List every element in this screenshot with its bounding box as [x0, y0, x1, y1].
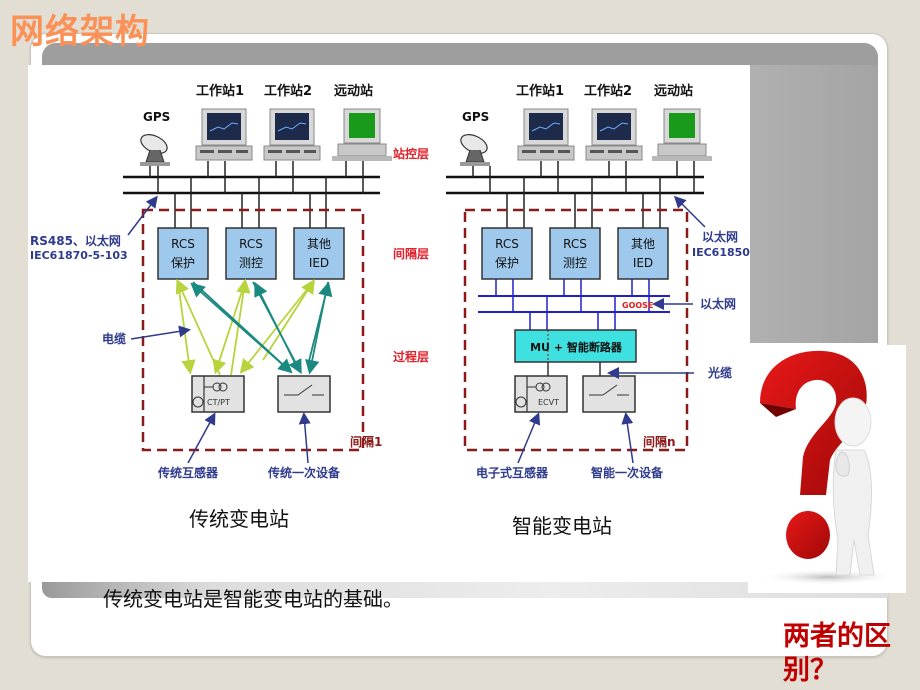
gps-label: GPS — [143, 110, 170, 124]
slide-title: 网络架构 — [10, 12, 150, 52]
network-label-2-smart: IEC61850 — [692, 246, 750, 259]
ied-box-other: 其他 IED — [293, 227, 345, 280]
ied-box-measurement: RCS 测控 — [225, 227, 277, 280]
svg-text:RCS: RCS — [171, 237, 195, 251]
svg-text:RCS: RCS — [239, 237, 263, 251]
workstation2-label-smart: 工作站2 — [584, 83, 632, 99]
gps-label-smart: GPS — [462, 110, 489, 124]
gps-dish-icon — [137, 130, 171, 167]
summary-text: 传统变电站是智能变电站的基础。 — [103, 587, 403, 611]
workstation2-computer-icon — [263, 108, 321, 161]
network-label-2: IEC61870-5-103 — [30, 249, 128, 262]
primary-switch-box — [277, 375, 331, 413]
cable-label: 电缆 — [102, 331, 126, 346]
gps-dish-icon-smart — [457, 130, 491, 167]
network-diagram: GPS 工作站1 工作站2 远动站 — [30, 83, 750, 480]
svg-text:ECVT: ECVT — [538, 398, 559, 407]
network-label-1: RS485、以太网 — [30, 233, 121, 248]
smart-caption: 智能变电站 — [512, 514, 612, 538]
svg-text:MU + 智能断路器: MU + 智能断路器 — [530, 340, 623, 354]
remote-station-label: 远动站 — [334, 83, 373, 99]
svg-text:测控: 测控 — [239, 256, 263, 270]
layer-bay-label: 间隔层 — [393, 246, 429, 261]
remote-station-label-smart: 远动站 — [654, 83, 693, 99]
layer-process-label: 过程层 — [393, 349, 429, 364]
process-network-label: 以太网 — [700, 296, 736, 311]
mu-breaker-box: MU + 智能断路器 — [514, 329, 637, 363]
goose-label: GOOSE — [622, 301, 653, 310]
primary-equipment-label: 传统一次设备 — [267, 465, 341, 480]
transformer-label: 传统互感器 — [157, 465, 219, 480]
svg-text:其他: 其他 — [307, 237, 331, 251]
bottom-band — [42, 582, 888, 598]
header-band-top — [42, 43, 878, 65]
question-illustration — [748, 345, 906, 593]
ied-box-other-smart: 其他 IED — [617, 227, 669, 280]
ied-box-protection-smart: RCS 保护 — [481, 227, 533, 280]
workstation1-computer-icon — [195, 108, 253, 161]
remote-station-computer-icon — [331, 108, 393, 162]
bay-label: 间隔1 — [350, 434, 382, 449]
remote-station-computer-icon-smart — [651, 108, 713, 162]
svg-text:IED: IED — [309, 256, 329, 270]
workstation1-computer-icon-smart — [517, 108, 575, 161]
bay-label-smart: 间隔n — [643, 434, 676, 449]
question-text: 两者的区别？ — [783, 621, 891, 686]
svg-text:RCS: RCS — [563, 237, 587, 251]
workstation1-label: 工作站1 — [196, 83, 244, 99]
svg-text:保护: 保护 — [171, 256, 195, 270]
svg-text:保护: 保护 — [495, 256, 519, 270]
traditional-caption: 传统变电站 — [189, 507, 289, 531]
smart-switch-box — [582, 375, 636, 413]
ctpt-box: CT/PT — [191, 375, 245, 413]
ied-box-measurement-smart: RCS 测控 — [549, 227, 601, 280]
network-label-1-smart: 以太网 — [702, 229, 738, 244]
ied-box-protection: RCS 保护 — [157, 227, 209, 280]
smart-diagram: GPS 工作站1 工作站2 远动站 RC — [446, 83, 750, 480]
diagram-panel: GPS 工作站1 工作站2 远动站 — [28, 65, 750, 582]
bay-boundary-smart — [463, 208, 689, 452]
ecvt-box: ECVT — [514, 375, 568, 413]
traditional-diagram: GPS 工作站1 工作站2 远动站 — [30, 83, 393, 480]
workstation2-label: 工作站2 — [264, 83, 312, 99]
smart-primary-equipment-label: 智能一次设备 — [590, 465, 664, 480]
svg-text:IED: IED — [633, 256, 653, 270]
svg-text:RCS: RCS — [495, 237, 519, 251]
workstation1-label-smart: 工作站1 — [516, 83, 564, 99]
question-mark-person-icon — [758, 350, 898, 585]
bay-boundary — [141, 208, 365, 452]
fiber-label: 光缆 — [707, 365, 732, 380]
layer-station-label: 站控层 — [393, 146, 429, 161]
workstation2-computer-icon-smart — [585, 108, 643, 161]
electronic-transformer-label: 电子式互感器 — [476, 465, 549, 480]
svg-text:测控: 测控 — [563, 256, 587, 270]
svg-text:其他: 其他 — [631, 237, 655, 251]
svg-text:CT/PT: CT/PT — [207, 398, 230, 407]
